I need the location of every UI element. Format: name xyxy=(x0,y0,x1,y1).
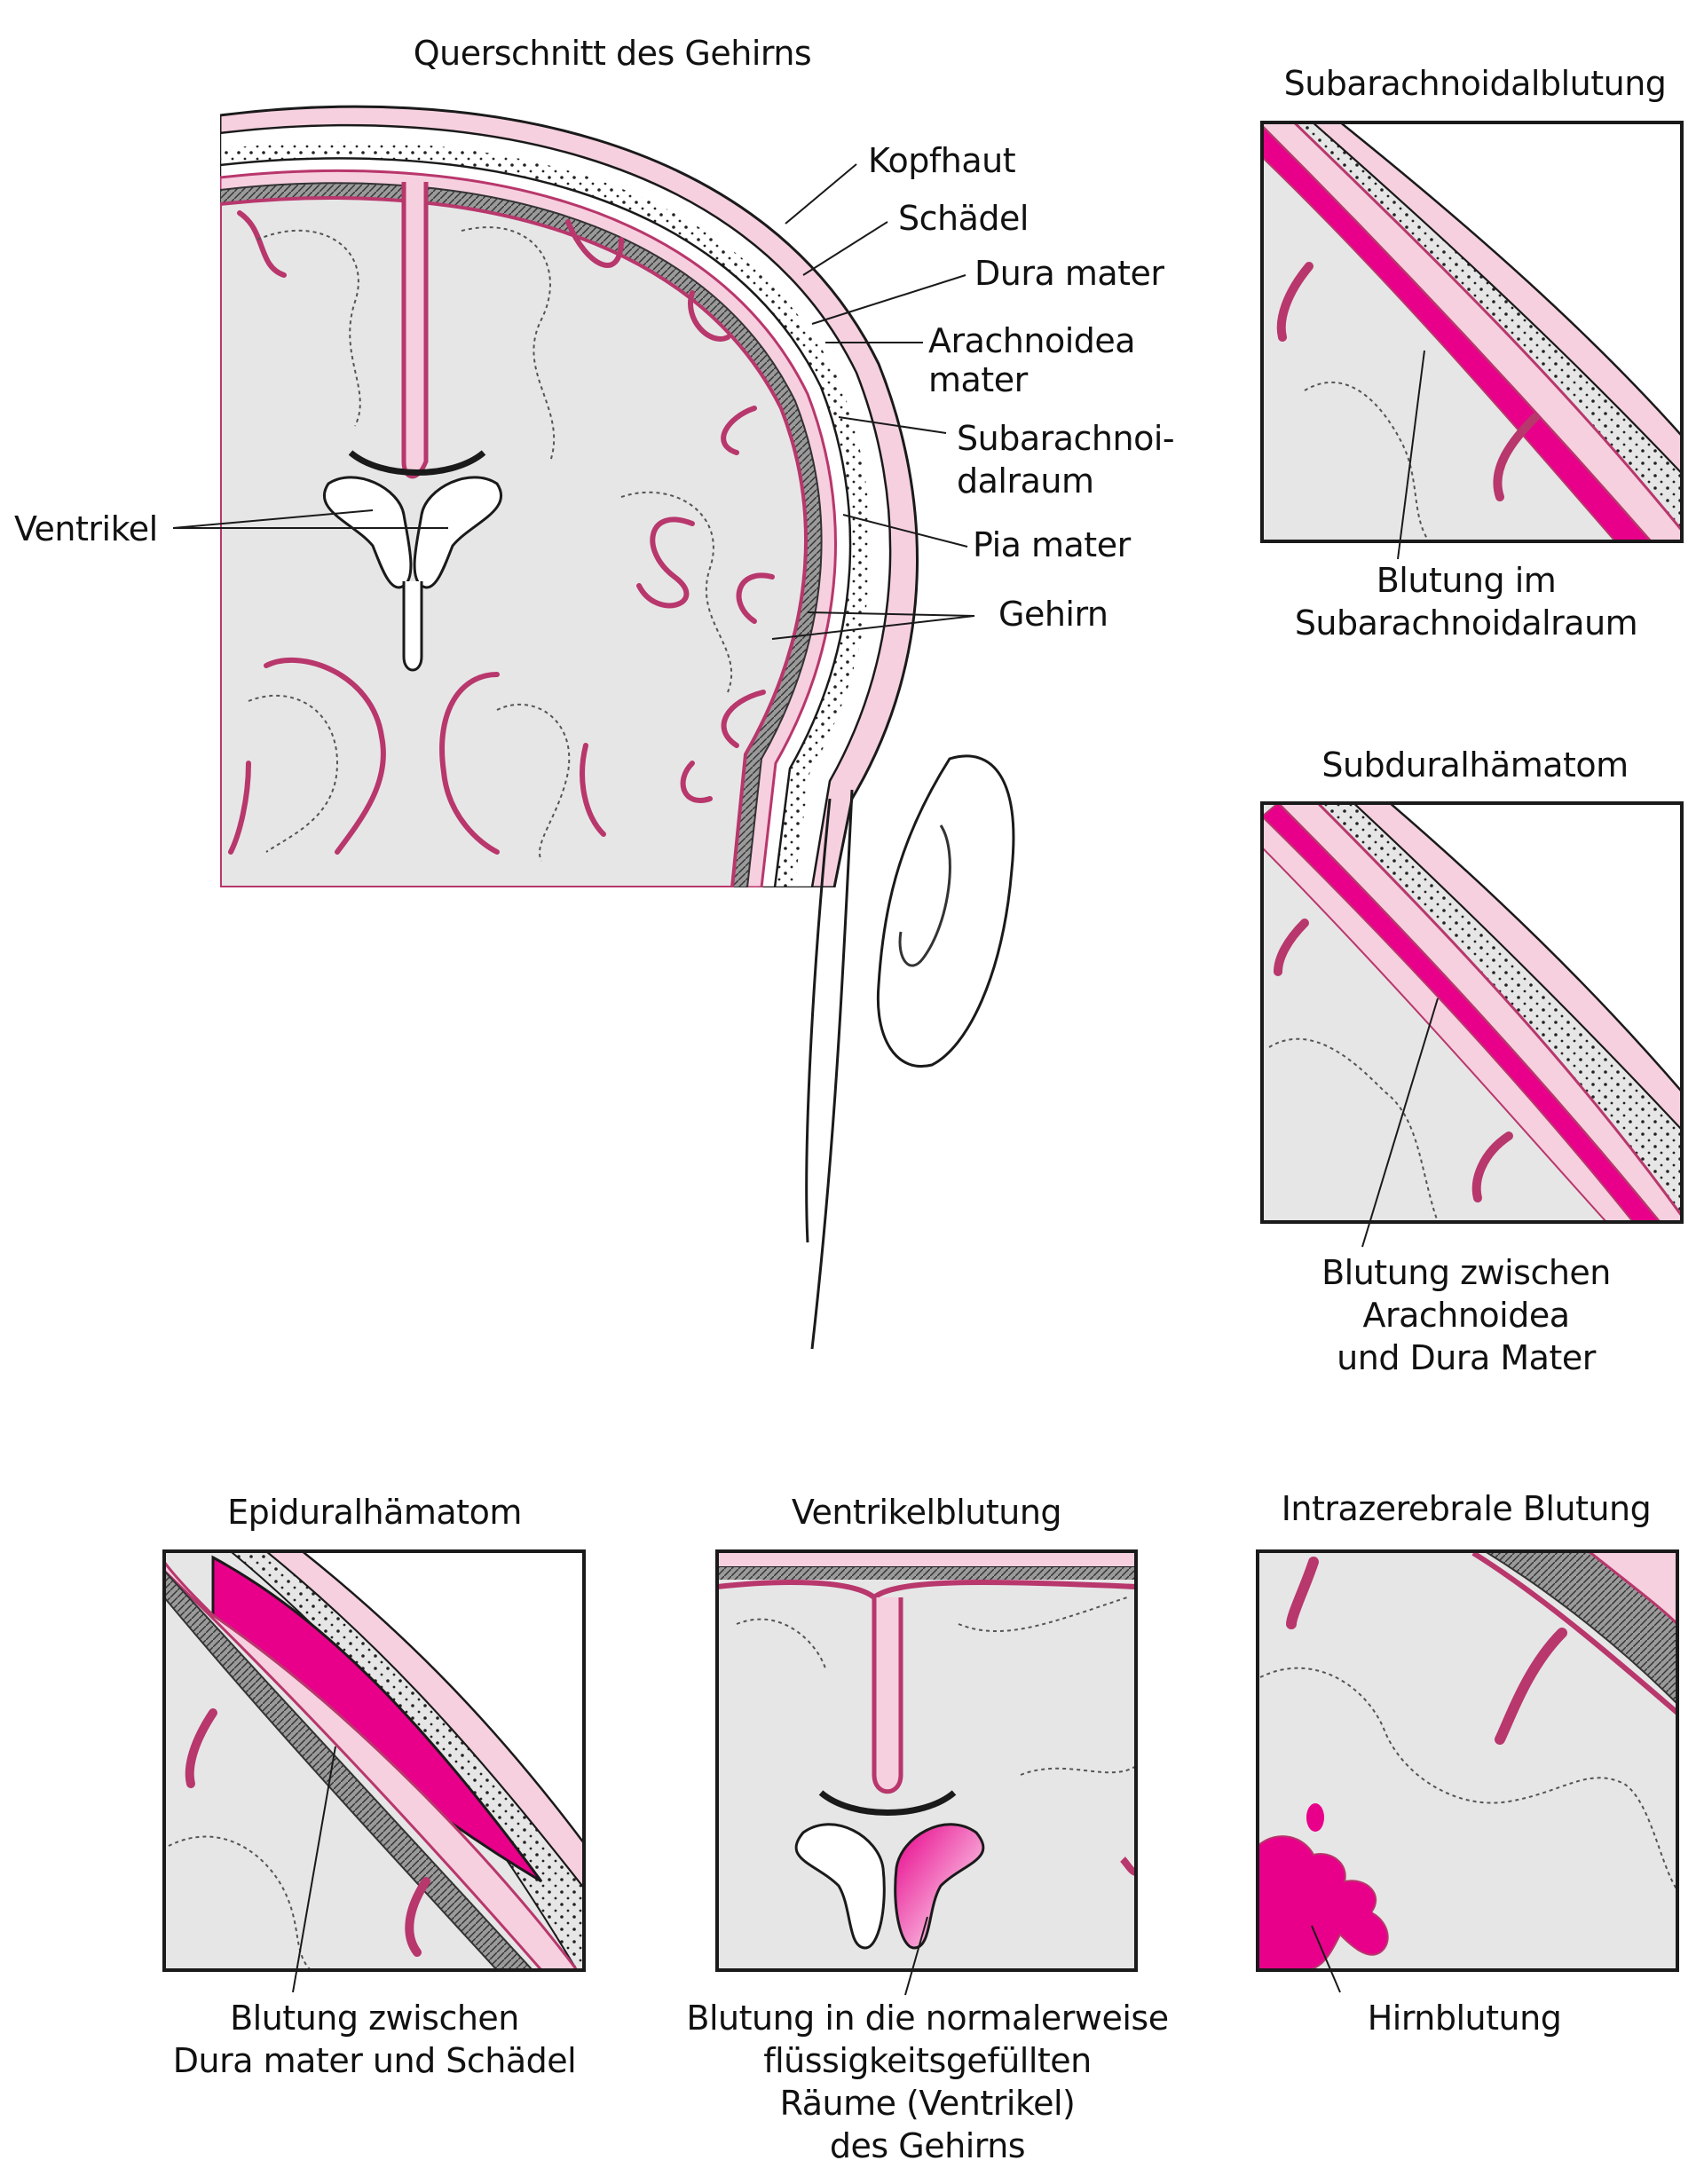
label-arachnoidea-2: mater xyxy=(928,360,1028,399)
panel-intrazerebral xyxy=(1256,1549,1679,1993)
panel-subdural xyxy=(1260,801,1684,1248)
label-subarachnoidalraum-2: dalraum xyxy=(957,461,1094,501)
main-title: Querschnitt des Gehirns xyxy=(413,34,812,73)
panel-intrazerebral-caption: Hirnblutung xyxy=(1367,1999,1562,2038)
panel-subarachnoidal-title: Subarachnoidalblutung xyxy=(1283,64,1667,103)
label-subarachnoidalraum-1: Subarachnoi- xyxy=(957,419,1175,458)
panel-ventrikel-title: Ventrikelblutung xyxy=(791,1493,1062,1532)
panel-intrazerebral-title: Intrazerebrale Blutung xyxy=(1281,1489,1652,1528)
panel-subdural-caption: Blutung zwischen Arachnoidea und Dura Ma… xyxy=(1321,1253,1611,1377)
label-kopfhaut: Kopfhaut xyxy=(868,141,1016,180)
label-arachnoidea-1: Arachnoidea xyxy=(928,321,1136,360)
panel-epidural-caption: Blutung zwischen Dura mater und Schädel xyxy=(172,1999,577,2080)
panel-ventrikel-caption: Blutung in die normalerweise flüssigkeit… xyxy=(686,1999,1169,2165)
main-cross-section xyxy=(172,105,1015,1350)
panel-epidural-title: Epiduralhämatom xyxy=(227,1493,522,1532)
panel-ventrikel xyxy=(715,1549,1138,1996)
label-gehirn: Gehirn xyxy=(998,595,1108,634)
label-schaedel: Schädel xyxy=(898,199,1029,238)
panel-subarachnoidal-caption: Blutung im Subarachnoidalraum xyxy=(1294,561,1638,643)
label-dura-mater: Dura mater xyxy=(974,254,1164,293)
panel-subarachnoidal xyxy=(1260,121,1684,560)
label-pia-mater: Pia mater xyxy=(973,525,1131,564)
label-ventrikel: Ventrikel xyxy=(14,509,158,548)
panel-subdural-title: Subduralhämatom xyxy=(1321,745,1629,785)
ear xyxy=(876,754,1015,1068)
panel-epidural xyxy=(162,1549,586,1993)
